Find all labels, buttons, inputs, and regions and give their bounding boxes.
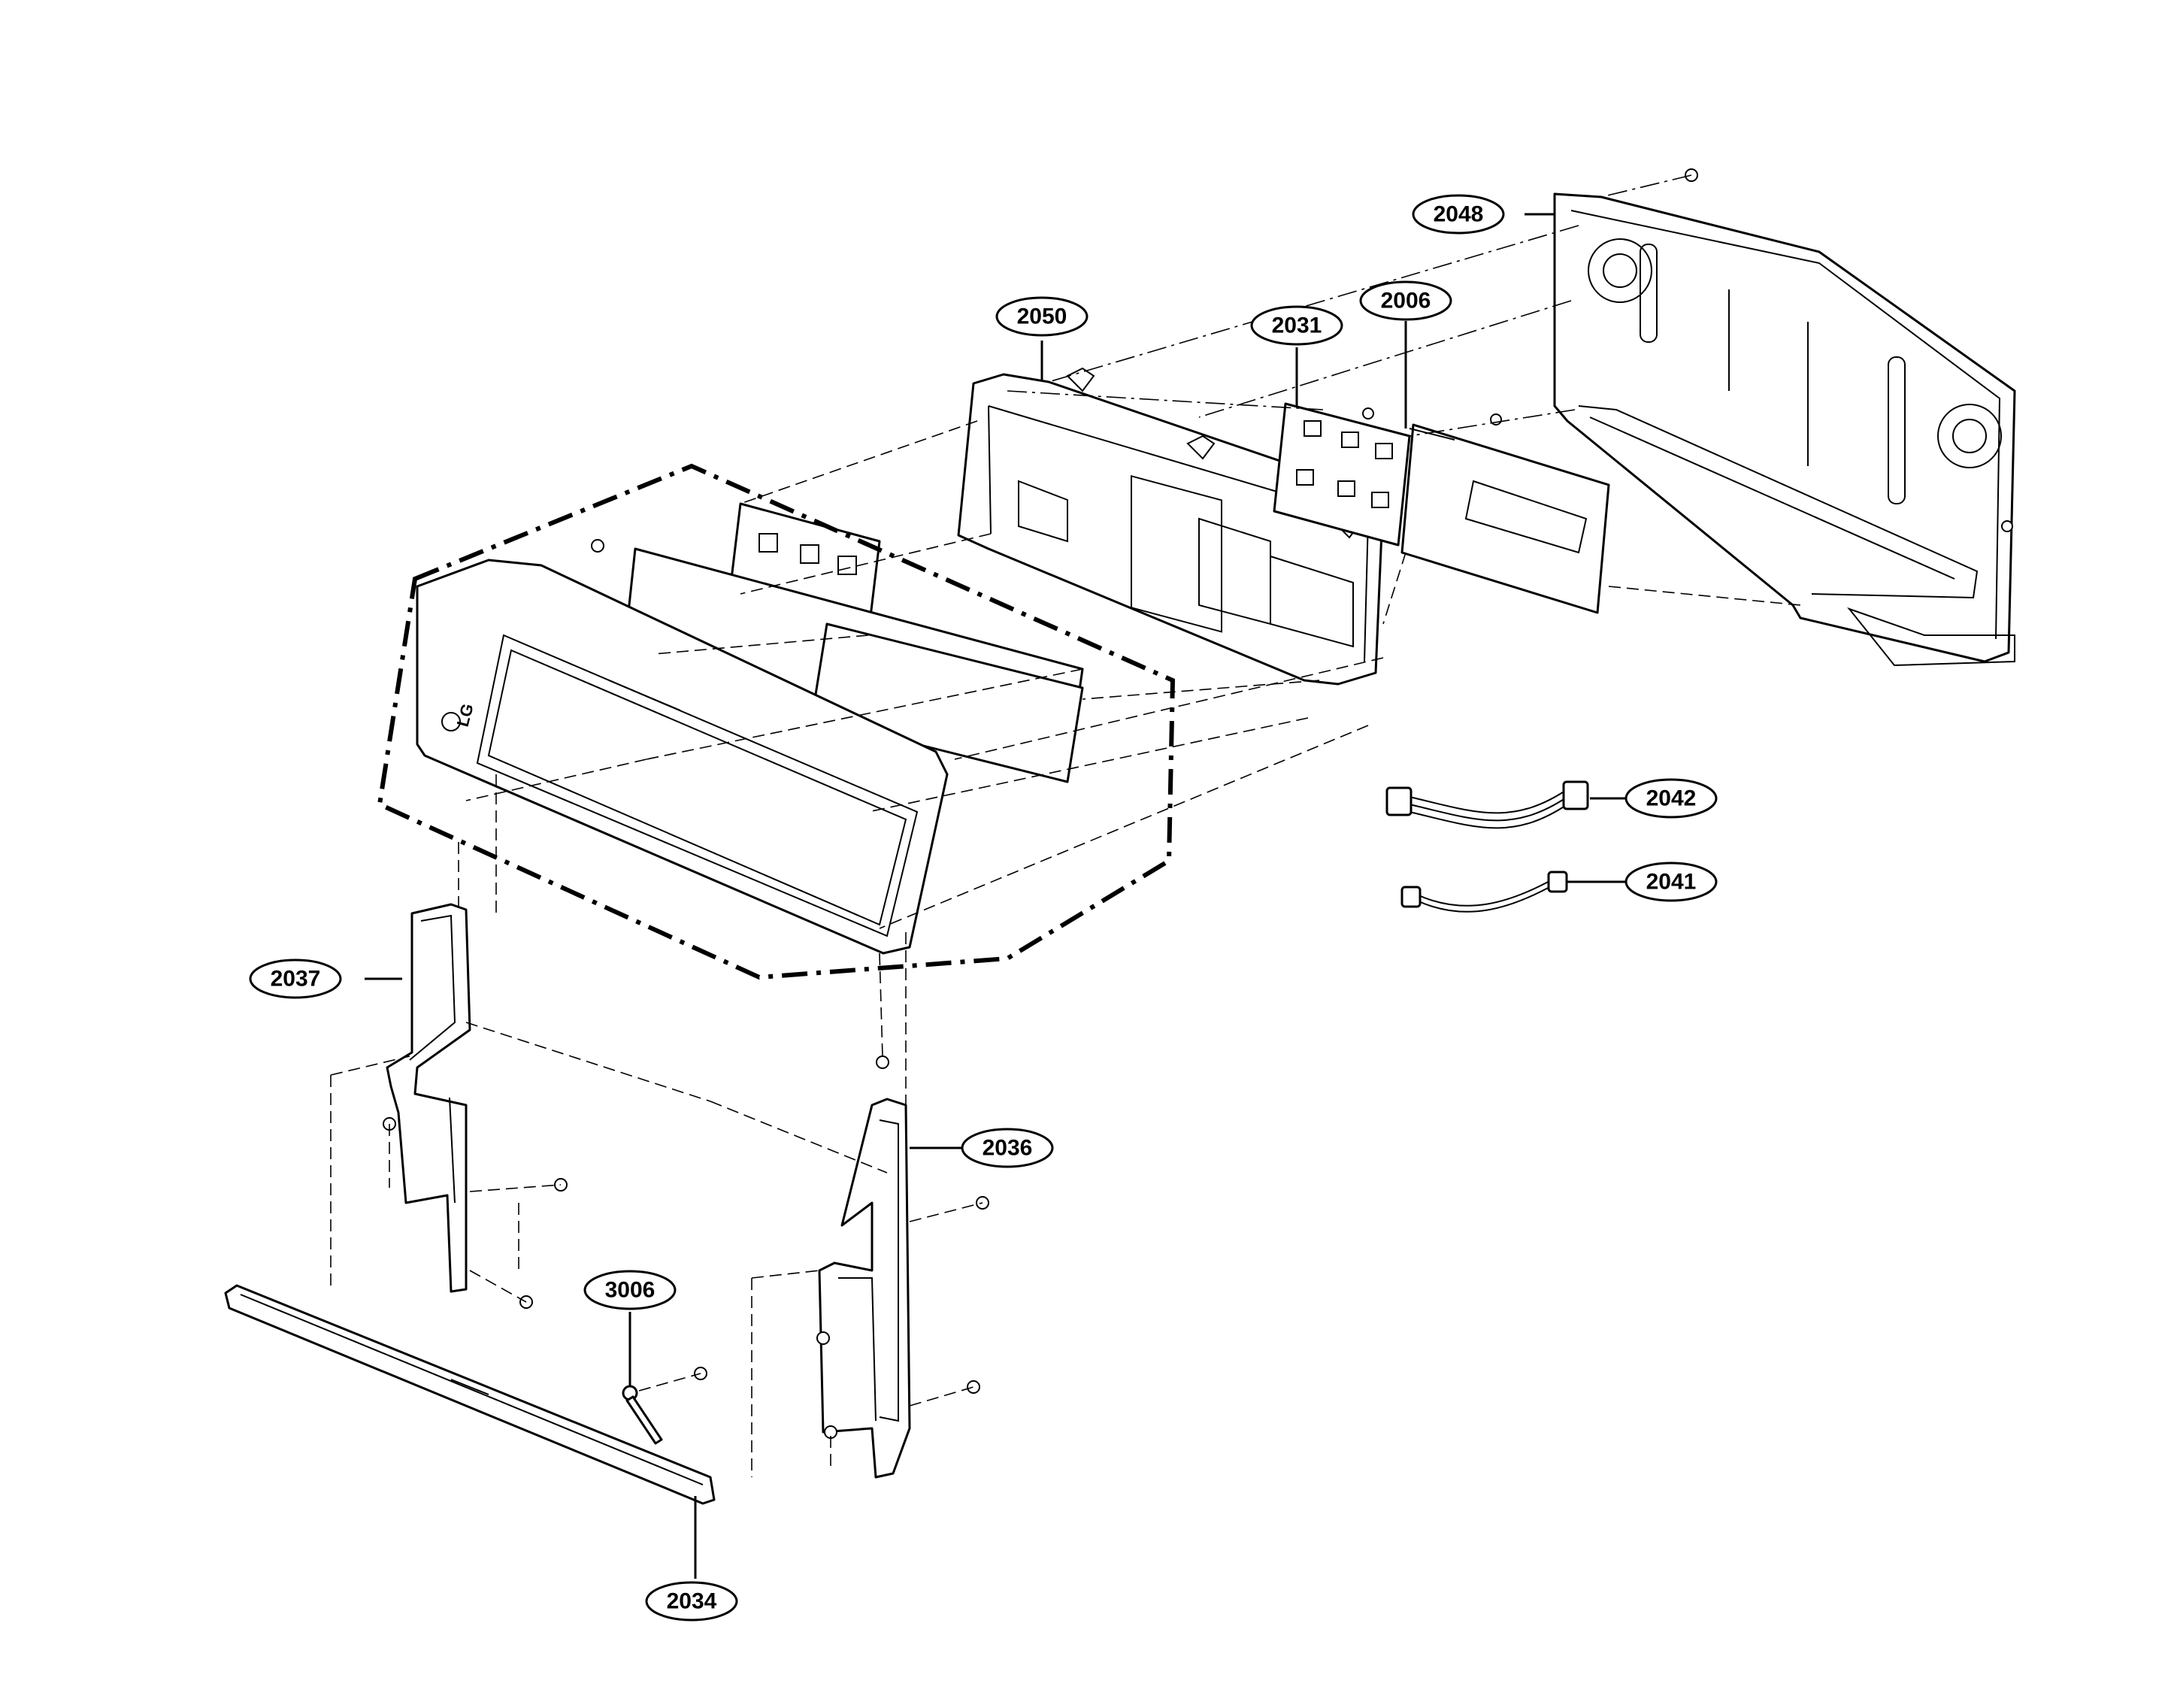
callout-2031-label: 2031 bbox=[1272, 313, 1322, 338]
callout-3006: 3006 bbox=[583, 1270, 677, 1310]
callout-2006: 2006 bbox=[1359, 280, 1452, 321]
callout-2034: 2034 bbox=[645, 1581, 738, 1622]
assembly-boundary bbox=[377, 463, 1176, 980]
callout-2042: 2042 bbox=[1624, 778, 1718, 819]
callout-2006-label: 2006 bbox=[1381, 289, 1431, 313]
leader-lines bbox=[365, 213, 1626, 1579]
display-sheet-part bbox=[622, 502, 1084, 783]
screw bbox=[2001, 520, 2013, 532]
callout-2048-label: 2048 bbox=[1434, 202, 1484, 227]
callout-2041-label: 2041 bbox=[1646, 870, 1697, 895]
screw bbox=[591, 539, 604, 553]
callout-2042-label: 2042 bbox=[1646, 786, 1697, 811]
screw bbox=[816, 1331, 830, 1345]
callout-2037-label: 2037 bbox=[271, 967, 321, 992]
callout-3006-label: 3006 bbox=[605, 1278, 656, 1303]
callout-2050: 2050 bbox=[995, 296, 1089, 337]
screw bbox=[876, 1055, 889, 1069]
bottom-trim-rail-part bbox=[224, 1284, 716, 1505]
right-side-bracket-part bbox=[818, 1098, 911, 1479]
alignment-lines bbox=[330, 174, 1801, 1477]
wire-harness-2041-part bbox=[1400, 871, 1568, 913]
screw bbox=[967, 1380, 980, 1394]
back-panel-part bbox=[1553, 192, 2016, 667]
main-pcb-part bbox=[1400, 423, 1610, 614]
callout-2050-label: 2050 bbox=[1017, 304, 1067, 329]
callout-2036-label: 2036 bbox=[983, 1136, 1033, 1161]
callout-2048: 2048 bbox=[1412, 194, 1505, 235]
left-side-bracket-part bbox=[386, 903, 471, 1293]
callout-2036: 2036 bbox=[961, 1128, 1054, 1168]
callout-2034-label: 2034 bbox=[667, 1589, 717, 1614]
front-control-panel-part bbox=[416, 559, 949, 955]
callout-2037: 2037 bbox=[249, 958, 342, 999]
callout-2031: 2031 bbox=[1250, 305, 1343, 346]
wire-clip-part bbox=[622, 1385, 663, 1445]
callout-2041: 2041 bbox=[1624, 862, 1718, 902]
wire-harness-2042-part bbox=[1385, 780, 1589, 829]
screws bbox=[383, 168, 2013, 1439]
touch-pcb-part bbox=[1273, 402, 1411, 547]
screw bbox=[1362, 407, 1374, 419]
